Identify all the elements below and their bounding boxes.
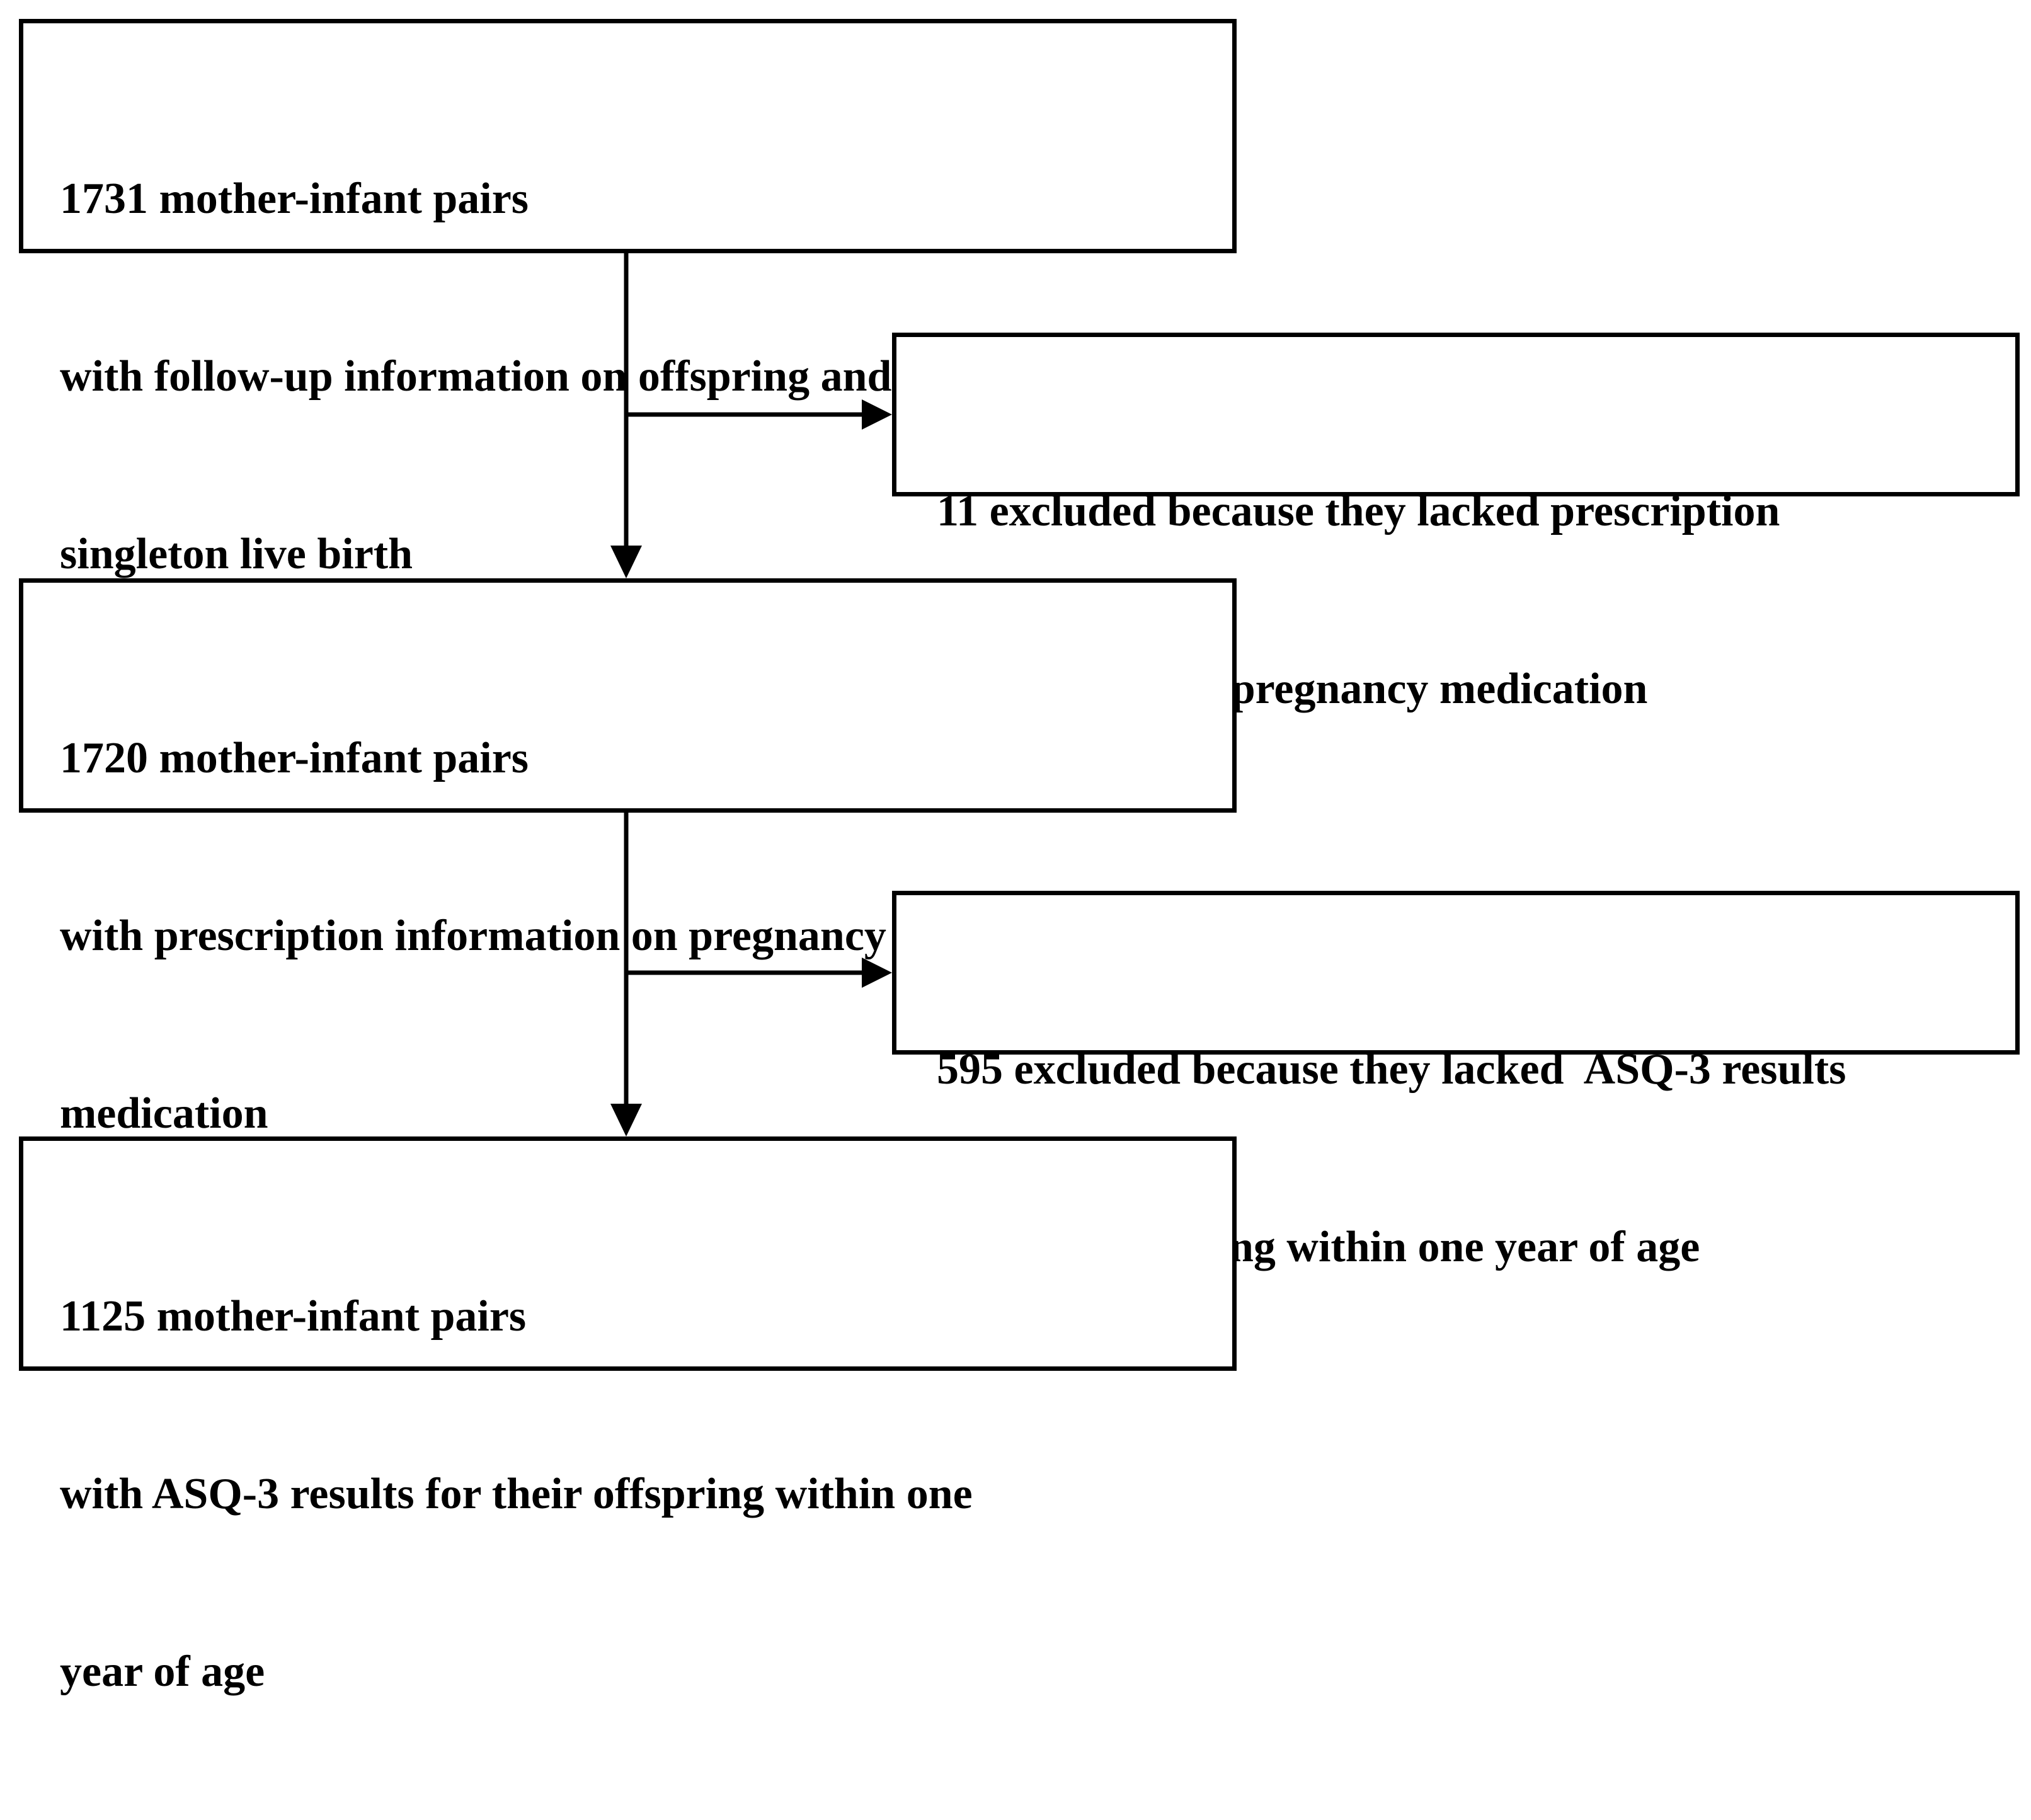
flow-diagram: 1731 mother-infant pairs with follow-up …: [19, 19, 2020, 1696]
box-line: 11 excluded because they lacked prescrip…: [937, 487, 1780, 535]
connector-layer: [610, 253, 892, 1136]
box-line: 595 excluded because they lacked ASQ-3 r…: [937, 1045, 1846, 1094]
box-exclusion-prescription: 11 excluded because they lacked prescrip…: [892, 333, 2020, 713]
box-line: with prescription information on pregnan…: [60, 912, 886, 960]
arrowhead-box5: [610, 1104, 642, 1136]
box-exclusion-asq3: 595 excluded because they lacked ASQ-3 r…: [892, 891, 2020, 1271]
box-initial-cohort: 1731 mother-infant pairs with follow-up …: [19, 19, 1237, 578]
arrowhead-box4: [862, 958, 892, 988]
box-prescription-cohort: 1720 mother-infant pairs with prescripti…: [19, 578, 1237, 1138]
box-line: 1731 mother-infant pairs: [60, 175, 529, 223]
box-final-cohort: 1125 mother-infant pairs with ASQ-3 resu…: [19, 1136, 1237, 1696]
box-line: with follow-up information on offspring …: [60, 352, 892, 401]
box-line: year of age: [60, 1647, 265, 1696]
box-line: with ASQ-3 results for their offspring w…: [60, 1470, 973, 1518]
arrowhead-box3: [610, 546, 642, 578]
box-line: singleton live birth: [60, 530, 413, 578]
box-line: medication: [60, 1089, 268, 1138]
arrowhead-box2: [862, 399, 892, 430]
box-line: 1125 mother-infant pairs: [60, 1292, 527, 1341]
box-line: 1720 mother-infant pairs: [60, 734, 529, 782]
